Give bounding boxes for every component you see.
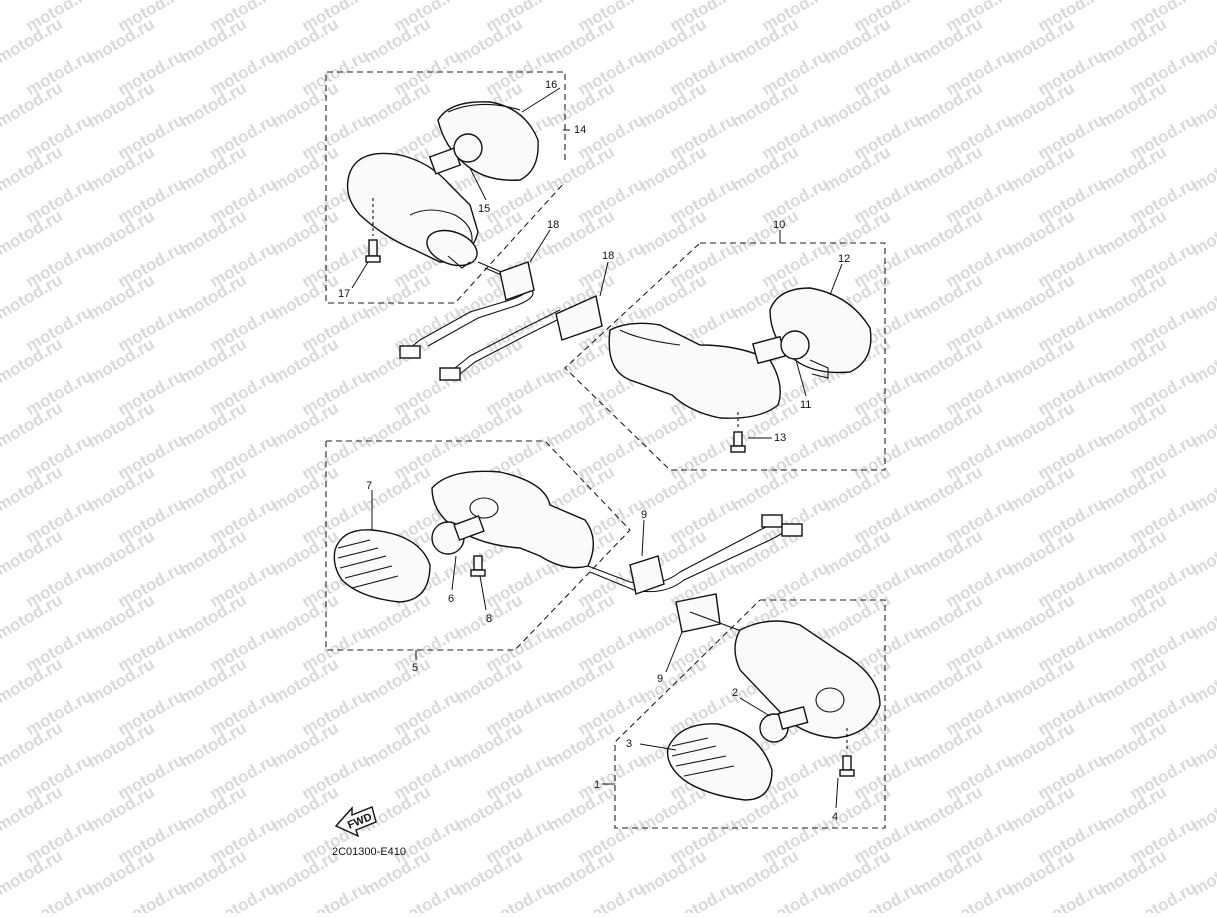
watermark-text: motod.ru (0, 0, 4, 35)
watermark-text: motod.ru (851, 878, 924, 913)
connector-a (400, 346, 420, 358)
callout-16: 16 (545, 79, 557, 91)
callout-8: 8 (486, 613, 492, 625)
screw-13-part (734, 432, 742, 446)
callout-5: 5 (412, 662, 418, 674)
callout-6: 6 (448, 593, 454, 605)
callout-17: 17 (338, 288, 350, 300)
callout-15: 15 (478, 203, 490, 215)
callout-3: 3 (626, 738, 632, 750)
screw-8-part (474, 556, 482, 570)
callout-9b: 9 (657, 673, 663, 685)
watermark-text: motod.ru (115, 878, 188, 913)
watermark-text: motod.ru (299, 878, 372, 913)
watermark-text: motod.ru (391, 878, 464, 913)
screw-17-part (369, 240, 377, 256)
watermark-text: motod.ru (207, 878, 280, 913)
watermark-text: motod.ru (23, 878, 96, 913)
callout-18a: 18 (547, 219, 559, 231)
callout-11: 11 (800, 399, 811, 411)
callout-7: 7 (366, 480, 372, 492)
screw-4-part (843, 756, 851, 770)
callout-1: 1 (594, 779, 600, 791)
connector-d (782, 524, 802, 536)
callout-2: 2 (732, 687, 738, 699)
connector-c (762, 515, 782, 527)
watermark-text: motod.ru (1127, 878, 1200, 913)
watermark-text: motod.ru (483, 878, 556, 913)
watermark-text: motod.ru (1035, 878, 1108, 913)
callout-18b: 18 (602, 250, 614, 262)
watermark-text: motod.ru (667, 878, 740, 913)
callout-9a: 9 (641, 509, 647, 521)
callout-10: 10 (773, 219, 785, 231)
watermark-text: motod.ru (943, 878, 1016, 913)
callout-13: 13 (774, 432, 786, 444)
callout-4: 4 (832, 811, 838, 823)
lens-16-part (438, 102, 538, 180)
diagram-code: 2C01300-E410 (332, 846, 406, 858)
callout-14: 14 (574, 124, 586, 136)
watermark-text: motod.ru (575, 878, 648, 913)
callout-12: 12 (838, 253, 850, 265)
connector-b (440, 368, 460, 380)
watermark-text: motod.ru (759, 878, 832, 913)
